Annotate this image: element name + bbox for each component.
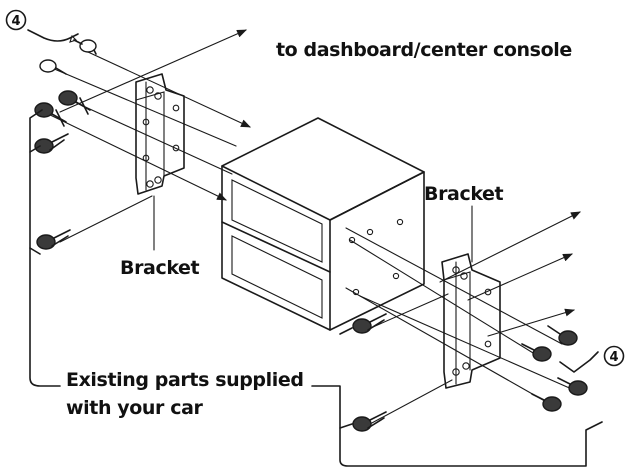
leader-lines	[153, 195, 473, 263]
label-existing-line2: with your car	[66, 397, 204, 419]
screw	[531, 393, 562, 412]
right-bracket	[441, 253, 501, 389]
axis-line	[59, 195, 153, 243]
existing-parts-brace-left	[29, 109, 61, 387]
axis-line	[359, 295, 575, 391]
left-bracket	[135, 73, 185, 195]
screw	[521, 343, 552, 362]
screw	[352, 411, 387, 432]
label-bracket-left: Bracket	[120, 257, 200, 279]
screw	[36, 229, 71, 250]
callout-brace-right	[559, 351, 599, 373]
right-screws	[352, 313, 588, 432]
axis-line	[365, 293, 449, 331]
arrow-right-top	[439, 211, 581, 283]
grouping-braces	[27, 29, 603, 467]
arrow-right-mid	[467, 253, 573, 301]
screw	[557, 377, 588, 396]
arrow-right-low	[487, 308, 575, 337]
arrow-to-dashboard	[59, 29, 247, 113]
left-screws	[34, 34, 97, 250]
screw	[34, 102, 67, 127]
screw	[58, 90, 91, 115]
existing-parts-brace-right	[311, 385, 603, 467]
head-unit-box	[221, 117, 425, 331]
callout-4-left-number: 4	[11, 14, 20, 29]
screw	[547, 325, 578, 346]
axis-line	[69, 99, 233, 175]
screw	[352, 313, 387, 334]
screw	[39, 59, 67, 75]
axis-line	[87, 51, 251, 128]
label-to-dashboard: to dashboard/center console	[276, 39, 572, 61]
axis-line	[51, 67, 237, 147]
axis-line	[369, 379, 453, 425]
axis-lines	[43, 29, 581, 425]
axis-line	[345, 287, 551, 405]
callout-4-right: 4	[603, 345, 625, 367]
axis-line	[43, 111, 227, 201]
callout-4-right-number: 4	[609, 350, 618, 365]
screw	[69, 34, 97, 55]
callout-4-left: 4	[5, 9, 27, 31]
label-bracket-right: Bracket	[424, 183, 504, 205]
screw	[34, 133, 69, 154]
axis-line	[345, 227, 563, 345]
label-existing-line1: Existing parts supplied	[66, 369, 304, 391]
callout-brace-left	[27, 29, 79, 42]
